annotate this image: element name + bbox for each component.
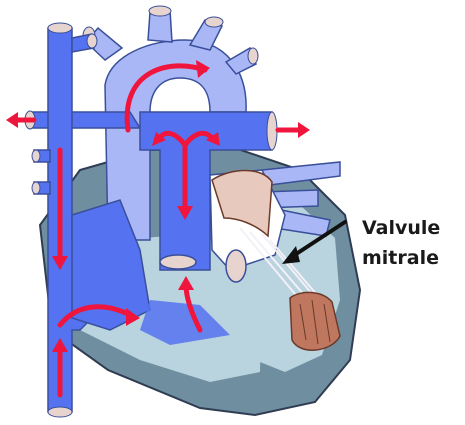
label-valvule: Valvule [362, 217, 440, 239]
label-mitrale: mitrale [362, 247, 439, 269]
